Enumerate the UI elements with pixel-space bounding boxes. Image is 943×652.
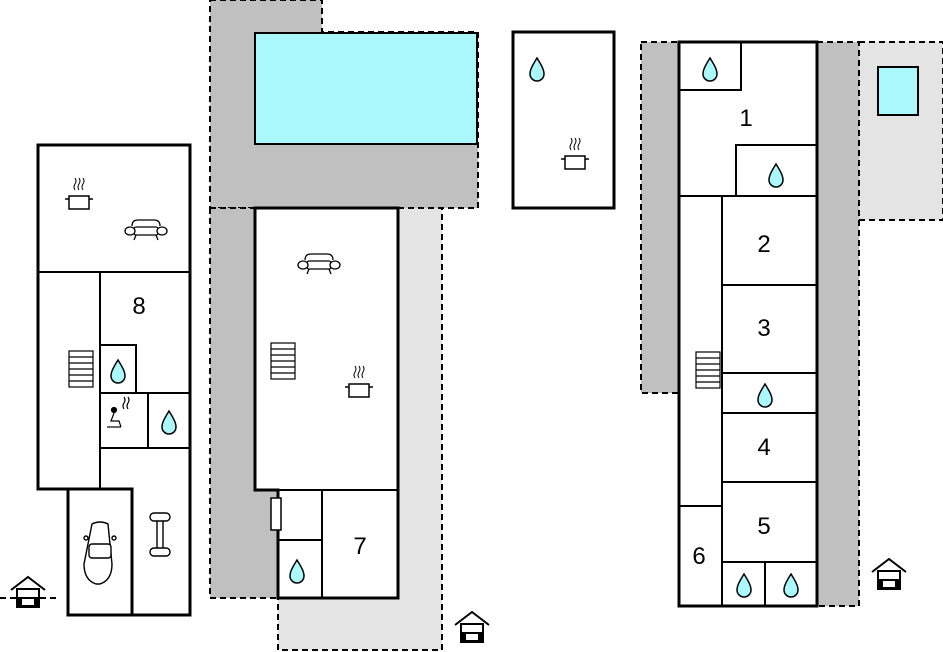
room-number-8: 8: [132, 293, 145, 320]
middle-building: 7: [209, 0, 490, 651]
jacuzzi: [877, 66, 919, 116]
room-number-6: 6: [692, 543, 705, 570]
terrace-right: [816, 41, 860, 607]
small-building-outline: [511, 30, 616, 210]
room-number-2: 2: [757, 231, 770, 258]
stairs-icon: [270, 342, 296, 380]
right-building: 1 2 3 4 5 6: [640, 40, 943, 608]
table-icon: [149, 512, 171, 557]
stairs-icon: [68, 350, 94, 388]
room-number-1: 1: [739, 105, 752, 132]
house-entrance-icon: [10, 576, 46, 608]
terrace-left: [640, 41, 680, 394]
small-building: [511, 30, 616, 210]
room-number-5: 5: [757, 513, 770, 540]
house-entrance-icon: [454, 611, 490, 643]
room-number-3: 3: [757, 315, 770, 342]
right-building-outline: [677, 40, 819, 608]
stairs-icon: [695, 351, 721, 389]
room-number-7: 7: [353, 533, 366, 560]
door: [270, 497, 282, 531]
sauna-icon: [107, 396, 130, 428]
room-number-4: 4: [757, 434, 770, 461]
left-building: 8: [0, 143, 192, 617]
house-entrance-icon: [871, 558, 907, 590]
swimming-pool: [254, 32, 478, 145]
car-icon: [83, 521, 117, 585]
